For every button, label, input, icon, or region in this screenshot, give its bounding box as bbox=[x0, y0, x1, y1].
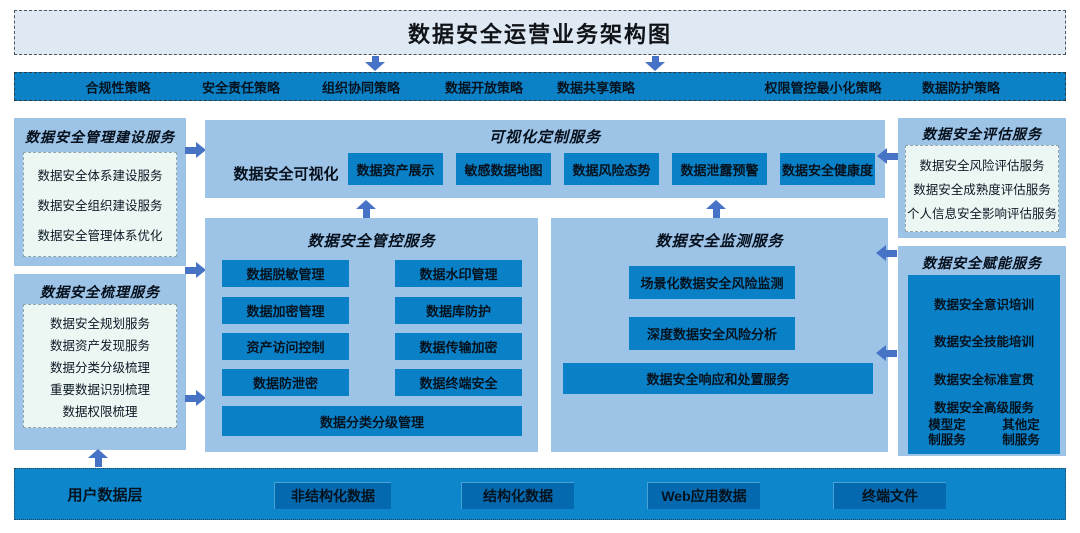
assessment-item-list: 数据安全风险评估服务 数据安全成熟度评估服务 个人信息安全影响评估服务 bbox=[905, 145, 1059, 232]
monitoring-wide-button: 数据安全响应和处置服务 bbox=[563, 363, 873, 394]
user-data-layer-bar: 用户数据层 非结构化数据 结构化数据 Web应用数据 终端文件 bbox=[14, 468, 1066, 520]
flow-arrow-right-icon bbox=[185, 142, 206, 158]
data-type-button: 终端文件 bbox=[833, 482, 946, 509]
advanced-service-title: 数据安全高级服务 bbox=[933, 401, 1034, 415]
flow-arrow-down-icon bbox=[645, 56, 665, 71]
flow-arrow-down-icon bbox=[365, 56, 385, 71]
data-type-button: 结构化数据 bbox=[461, 482, 574, 509]
list-item: 数据安全组织建设服务 bbox=[37, 198, 163, 213]
flow-arrow-left-icon bbox=[876, 345, 897, 361]
data-sorting-box: 数据安全梳理服务 数据安全规划服务 数据资产发现服务 数据分类分级梳理 重要数据… bbox=[14, 274, 186, 450]
visualization-button: 数据资产展示 bbox=[348, 153, 443, 185]
list-item: 数据权限梳理 bbox=[62, 404, 138, 419]
monitoring-button: 场景化数据安全风险监测 bbox=[629, 266, 795, 299]
control-wide-button: 数据分类分级管理 bbox=[222, 406, 522, 436]
control-button: 数据传输加密 bbox=[395, 333, 522, 360]
list-item: 数据安全标准宣贯 bbox=[933, 372, 1034, 387]
visualization-button: 数据安全健康度 bbox=[780, 153, 875, 185]
list-item: 数据安全意识培训 bbox=[933, 298, 1034, 313]
control-button: 数据水印管理 bbox=[395, 260, 522, 287]
management-construction-box: 数据安全管理建设服务 数据安全体系建设服务 数据安全组织建设服务 数据安全管理体… bbox=[14, 118, 186, 266]
control-button: 数据脱敏管理 bbox=[222, 260, 349, 287]
flow-arrow-left-icon bbox=[877, 148, 898, 164]
box-title: 可视化定制服务 bbox=[488, 129, 601, 146]
visualization-label: 数据安全可视化 bbox=[233, 166, 339, 183]
box-title: 数据安全监测服务 bbox=[655, 233, 784, 250]
flow-arrow-right-icon bbox=[185, 390, 206, 406]
advanced-service-columns: 模型定制服务 其他定制服务 bbox=[910, 418, 1058, 448]
flow-arrow-up-icon bbox=[706, 200, 726, 218]
diagram-title: 数据安全运营业务架构图 bbox=[407, 21, 672, 47]
control-button: 资产访问控制 bbox=[222, 333, 349, 360]
data-type-button: Web应用数据 bbox=[647, 482, 760, 509]
list-item: 数据安全体系建设服务 bbox=[37, 168, 163, 183]
list-item: 数据资产发现服务 bbox=[49, 338, 150, 353]
policy-item: 合规性策略 bbox=[85, 80, 151, 95]
list-item: 数据安全技能培训 bbox=[933, 335, 1034, 350]
list-item: 重要数据识别梳理 bbox=[49, 382, 150, 397]
list-item: 数据安全风险评估服务 bbox=[919, 158, 1045, 173]
enablement-service-box: 数据安全赋能服务 数据安全意识培训 数据安全技能培训 数据安全标准宣贯 数据安全… bbox=[898, 246, 1066, 456]
box-title: 数据安全管控服务 bbox=[307, 233, 436, 250]
advanced-service-box: 数据安全高级服务 模型定制服务 其他定制服务 bbox=[908, 393, 1060, 454]
data-type-button: 非结构化数据 bbox=[274, 482, 391, 509]
list-item: 个人信息安全影响评估服务 bbox=[907, 207, 1058, 222]
list-item: 数据分类分级梳理 bbox=[49, 360, 150, 375]
sorting-item-list: 数据安全规划服务 数据资产发现服务 数据分类分级梳理 重要数据识别梳理 数据权限… bbox=[23, 304, 177, 428]
control-service-box: 数据安全管控服务 数据脱敏管理 数据加密管理 资产访问控制 数据防泄密 数据水印… bbox=[205, 218, 538, 452]
policy-item: 组织协同策略 bbox=[321, 80, 401, 95]
list-item: 模型定制服务 bbox=[928, 418, 966, 447]
box-title: 数据安全管理建设服务 bbox=[25, 129, 175, 145]
box-title: 数据安全赋能服务 bbox=[922, 255, 1042, 271]
policy-item: 数据共享策略 bbox=[556, 80, 636, 95]
control-button: 数据防泄密 bbox=[222, 369, 349, 396]
user-data-layer-label: 用户数据层 bbox=[67, 486, 143, 504]
policy-item: 安全责任策略 bbox=[201, 80, 281, 95]
visualization-button: 敏感数据地图 bbox=[456, 153, 551, 185]
box-title: 数据安全梳理服务 bbox=[40, 284, 160, 300]
policy-strategy-bar: 合规性策略 安全责任策略 组织协同策略 数据开放策略 数据共享策略 权限管控最小… bbox=[14, 72, 1066, 101]
box-title: 数据安全评估服务 bbox=[922, 126, 1042, 142]
policy-item: 数据开放策略 bbox=[444, 80, 524, 95]
training-item-box: 数据安全意识培训 数据安全技能培训 数据安全标准宣贯 bbox=[908, 275, 1060, 407]
monitoring-button: 深度数据安全风险分析 bbox=[629, 317, 795, 350]
control-button: 数据加密管理 bbox=[222, 297, 349, 324]
list-item: 数据安全管理体系优化 bbox=[37, 229, 163, 244]
visualization-service-box: 可视化定制服务 数据安全可视化 数据资产展示 敏感数据地图 数据风险态势 数据泄… bbox=[205, 120, 885, 198]
control-button: 数据终端安全 bbox=[395, 369, 522, 396]
management-item-list: 数据安全体系建设服务 数据安全组织建设服务 数据安全管理体系优化 bbox=[23, 152, 177, 257]
policy-item: 数据防护策略 bbox=[921, 80, 1001, 95]
list-item: 数据安全成熟度评估服务 bbox=[913, 182, 1051, 197]
visualization-button-row: 数据资产展示 敏感数据地图 数据风险态势 数据泄露预警 数据安全健康度 bbox=[348, 153, 875, 185]
visualization-button: 数据泄露预警 bbox=[672, 153, 767, 185]
list-item: 数据安全规划服务 bbox=[49, 316, 150, 331]
monitoring-service-box: 数据安全监测服务 场景化数据安全风险监测 深度数据安全风险分析 数据安全响应和处… bbox=[551, 218, 888, 452]
flow-arrow-right-icon bbox=[185, 262, 206, 278]
flow-arrow-up-icon bbox=[356, 200, 376, 218]
flow-arrow-up-icon bbox=[88, 449, 108, 467]
assessment-service-box: 数据安全评估服务 数据安全风险评估服务 数据安全成熟度评估服务 个人信息安全影响… bbox=[898, 118, 1066, 238]
visualization-button: 数据风险态势 bbox=[564, 153, 659, 185]
diagram-title-bar: 数据安全运营业务架构图 bbox=[14, 10, 1066, 55]
policy-item: 权限管控最小化策略 bbox=[764, 80, 882, 95]
flow-arrow-left-icon bbox=[876, 245, 897, 261]
control-button: 数据库防护 bbox=[395, 297, 522, 324]
list-item: 其他定制服务 bbox=[1002, 418, 1040, 447]
